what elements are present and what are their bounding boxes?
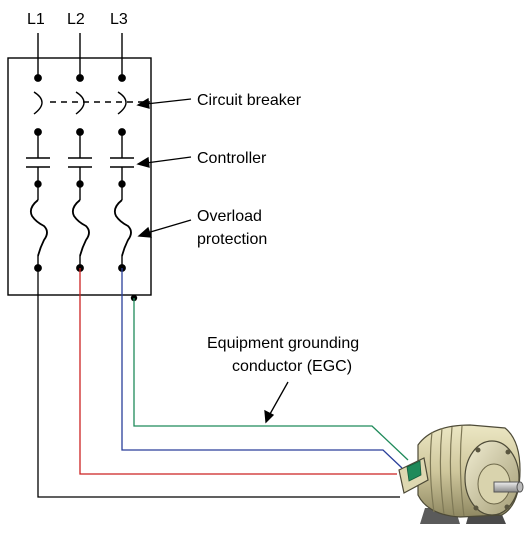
circuit-breaker-symbol	[33, 58, 150, 158]
label-overload-line2: protection	[197, 231, 267, 248]
label-overload-line1: Overload	[197, 208, 262, 225]
label-egc-line1: Equipment grounding	[207, 335, 359, 352]
label-egc-line2: conductor (EGC)	[232, 358, 352, 375]
label-circuit-breaker: Circuit breaker	[197, 92, 302, 109]
label-controller: Controller	[197, 150, 267, 167]
line-label-l2: L2	[67, 11, 85, 28]
controller-symbol	[26, 157, 134, 200]
motor-icon	[398, 424, 524, 524]
wire-egc	[133, 298, 409, 461]
overload-symbol	[29, 199, 132, 257]
line-label-l1: L1	[27, 11, 45, 28]
label-arrows	[136, 97, 289, 424]
line-label-l3: L3	[110, 11, 128, 28]
wire-l3	[121, 268, 403, 469]
wire-l1	[37, 268, 400, 498]
incoming-lines	[37, 33, 123, 58]
wire-l2	[79, 268, 397, 475]
